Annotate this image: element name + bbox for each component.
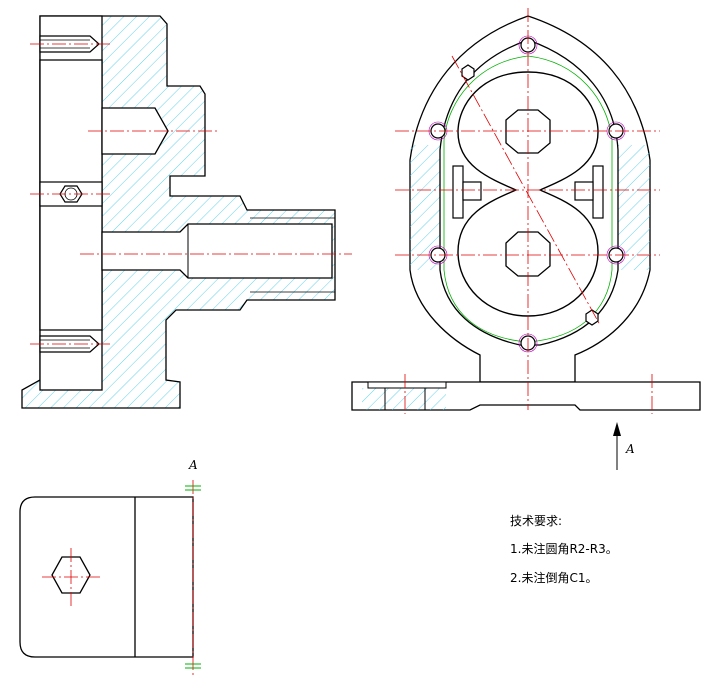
- right-pin: [592, 165, 604, 219]
- right-pin-head: [574, 181, 594, 201]
- notes-title: 技术要求:: [510, 514, 562, 528]
- view-a: A: [19, 458, 201, 678]
- front-view-centerlines: [395, 8, 660, 414]
- view-arrow-head: [613, 422, 621, 436]
- section-view-shaft-bore: [101, 223, 333, 279]
- section-view-centerlines: [30, 43, 352, 345]
- left-pin: [452, 165, 464, 219]
- view-a-centerlines: [42, 480, 194, 678]
- left-pin-head: [462, 181, 482, 201]
- section-marks: [185, 485, 201, 669]
- view-arrow-label: A: [625, 442, 635, 456]
- section-view: [21, 15, 352, 409]
- note-item-1: 1.未注圆角R2-R3。: [510, 541, 618, 556]
- front-view: A: [351, 8, 701, 470]
- note-item-2: 2.未注倒角C1。: [510, 570, 597, 585]
- view-a-label: A: [188, 458, 198, 472]
- view-a-outline: [19, 496, 194, 658]
- base-hatch: [362, 388, 446, 410]
- technical-notes: 技术要求: 1.未注圆角R2-R3。 2.未注倒角C1。: [510, 514, 618, 585]
